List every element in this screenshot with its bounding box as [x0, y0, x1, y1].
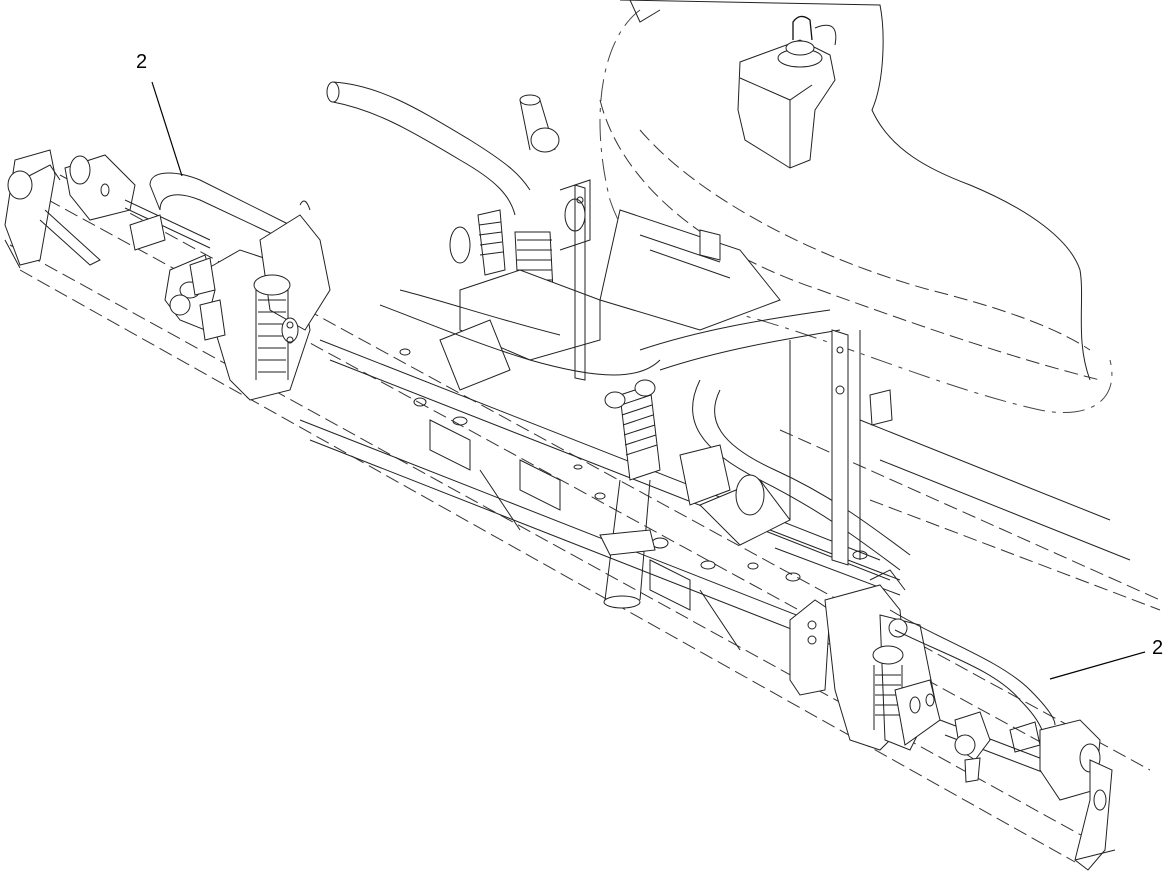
right-boom-mount	[954, 711, 1116, 871]
reservoir-bottle	[737, 15, 837, 169]
tank-outline	[599, 0, 1113, 414]
center-pump-assembly	[439, 94, 893, 426]
left-hose	[149, 172, 291, 241]
callout-label-left: 2	[136, 51, 148, 73]
callout-label-right: 2	[1152, 637, 1164, 659]
callout-leaders	[151, 81, 1146, 680]
right-suspension-bracket	[789, 569, 941, 751]
leader-line-left	[151, 81, 183, 177]
center-hoses	[379, 289, 911, 596]
left-valve-fittings	[129, 214, 226, 341]
top-hose	[326, 81, 531, 216]
left-boom-mount	[4, 149, 211, 266]
right-vertical-bracket	[574, 184, 861, 566]
lower-corrugated-hose	[599, 379, 661, 609]
leader-line-right	[1049, 651, 1146, 680]
